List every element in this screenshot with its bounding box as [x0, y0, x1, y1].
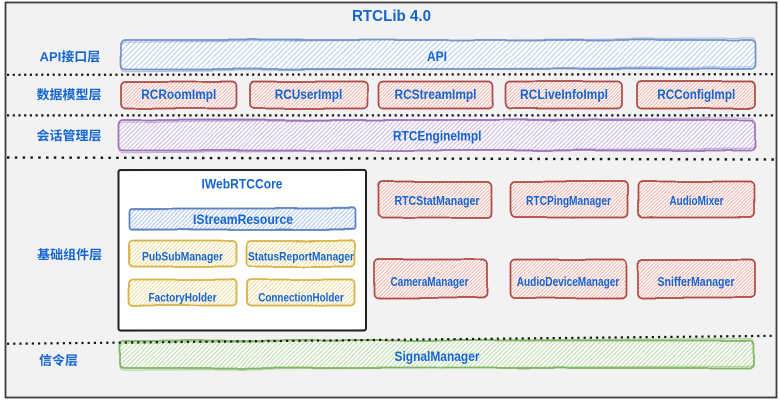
svg-text:RCRoomImpl: RCRoomImpl [141, 87, 216, 102]
svg-text:StatusReportManager: StatusReportManager [248, 249, 354, 263]
svg-text:RCConfigImpl: RCConfigImpl [657, 87, 735, 102]
svg-text:RTCEngineImpl: RTCEngineImpl [393, 128, 482, 143]
svg-text:RTCStatManager: RTCStatManager [395, 193, 480, 208]
svg-text:CameraManager: CameraManager [391, 274, 469, 289]
svg-text:RCUserImpl: RCUserImpl [275, 87, 343, 102]
svg-text:RTCLib 4.0: RTCLib 4.0 [352, 8, 431, 25]
svg-text:FactoryHolder: FactoryHolder [149, 291, 217, 305]
svg-text:SignalManager: SignalManager [395, 348, 480, 364]
svg-text:RCLiveInfoImpl: RCLiveInfoImpl [520, 87, 608, 102]
svg-text:RCStreamImpl: RCStreamImpl [395, 87, 477, 102]
svg-text:AudioDeviceManager: AudioDeviceManager [517, 274, 620, 289]
svg-text:PubSubManager: PubSubManager [142, 249, 223, 263]
svg-text:RTCPingManager: RTCPingManager [526, 193, 611, 208]
svg-text:SnifferManager: SnifferManager [658, 274, 735, 289]
svg-text:IWebRTCCore: IWebRTCCore [202, 176, 283, 192]
svg-text:IStreamResource: IStreamResource [193, 211, 293, 227]
svg-text:ConnectionHolder: ConnectionHolder [258, 291, 344, 305]
svg-text:AudioMixer: AudioMixer [670, 193, 724, 208]
svg-text:API: API [427, 48, 447, 64]
